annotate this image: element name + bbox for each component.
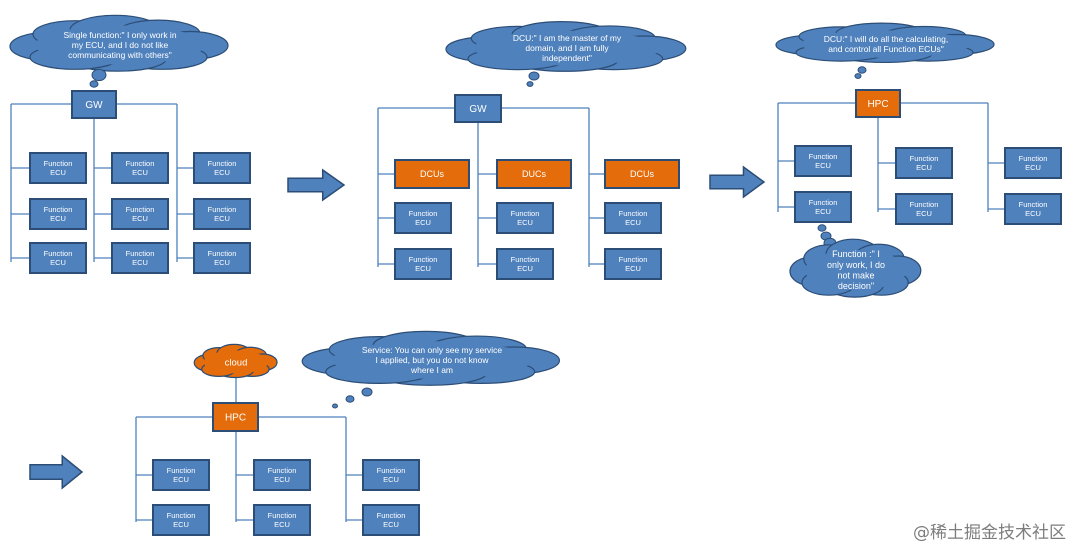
thought-bubble-cloud — [775, 22, 995, 64]
thought-bubble-dot — [854, 73, 862, 79]
function-ecu-box — [29, 242, 87, 274]
function-ecu-box — [111, 198, 169, 230]
gateway-label: GW — [85, 100, 103, 111]
domain-control-unit-box — [496, 159, 572, 189]
function-ecu-box — [362, 504, 420, 536]
cloud-icon — [193, 343, 278, 379]
thought-bubble-cloud — [9, 14, 229, 72]
domain-control-unit-box-label: DUCs — [522, 169, 546, 179]
function-ecu-box — [152, 504, 210, 536]
thought-bubble-dot — [361, 387, 373, 397]
hpc-box-label: HPC — [225, 413, 246, 424]
domain-control-unit-box — [604, 159, 680, 189]
thought-bubble-dot — [345, 395, 355, 403]
function-ecu-box — [253, 504, 311, 536]
function-ecu-box — [496, 248, 554, 280]
function-ecu-box — [794, 145, 852, 177]
function-ecu-box — [193, 152, 251, 184]
hpc-box-label: HPC — [867, 99, 888, 110]
watermark: @稀土掘金技术社区 — [913, 523, 1066, 543]
function-ecu-box — [111, 242, 169, 274]
domain-control-unit-box — [394, 159, 470, 189]
function-thought-bubble-cloud — [789, 238, 922, 298]
function-ecu-box — [604, 248, 662, 280]
thought-bubble-dot — [526, 81, 534, 87]
thought-bubble-cloud — [445, 20, 687, 72]
function-ecu-box — [111, 152, 169, 184]
domain-control-unit-box-label: DCUs — [630, 169, 654, 179]
function-ecu-box — [29, 198, 87, 230]
thought-bubble-text: DCU:" I will do all the calculating,and … — [824, 34, 948, 54]
function-ecu-box — [193, 242, 251, 274]
thought-bubble-dot — [89, 80, 99, 88]
flow-arrow-icon — [287, 168, 346, 202]
function-ecu-box — [895, 147, 953, 179]
function-ecu-box — [794, 191, 852, 223]
function-ecu-box — [394, 202, 452, 234]
flow-arrow-icon — [709, 165, 766, 199]
function-ecu-box — [895, 193, 953, 225]
function-ecu-box — [1004, 193, 1062, 225]
function-ecu-box — [29, 152, 87, 184]
function-ecu-box — [362, 459, 420, 491]
function-ecu-box — [604, 202, 662, 234]
domain-control-unit-box-label: DCUs — [420, 169, 444, 179]
gateway-box — [71, 90, 117, 119]
thought-bubble-dot — [817, 224, 827, 232]
thought-bubble-dot — [91, 68, 107, 82]
gateway-box — [454, 94, 502, 123]
function-ecu-box — [496, 202, 554, 234]
function-ecu-box — [394, 248, 452, 280]
thought-bubble-cloud — [301, 330, 561, 386]
thought-bubble-dot — [857, 66, 867, 74]
cloud-label: cloud — [225, 357, 248, 368]
hpc-box — [212, 402, 259, 432]
hpc-box — [855, 89, 901, 118]
function-ecu-box — [253, 459, 311, 491]
flow-arrow-icon — [29, 454, 84, 490]
function-ecu-box — [1004, 147, 1062, 179]
function-ecu-box — [152, 459, 210, 491]
thought-bubble-dot — [528, 71, 540, 81]
thought-bubble-dot — [332, 403, 338, 409]
function-ecu-box — [193, 198, 251, 230]
gateway-label: GW — [469, 104, 487, 115]
